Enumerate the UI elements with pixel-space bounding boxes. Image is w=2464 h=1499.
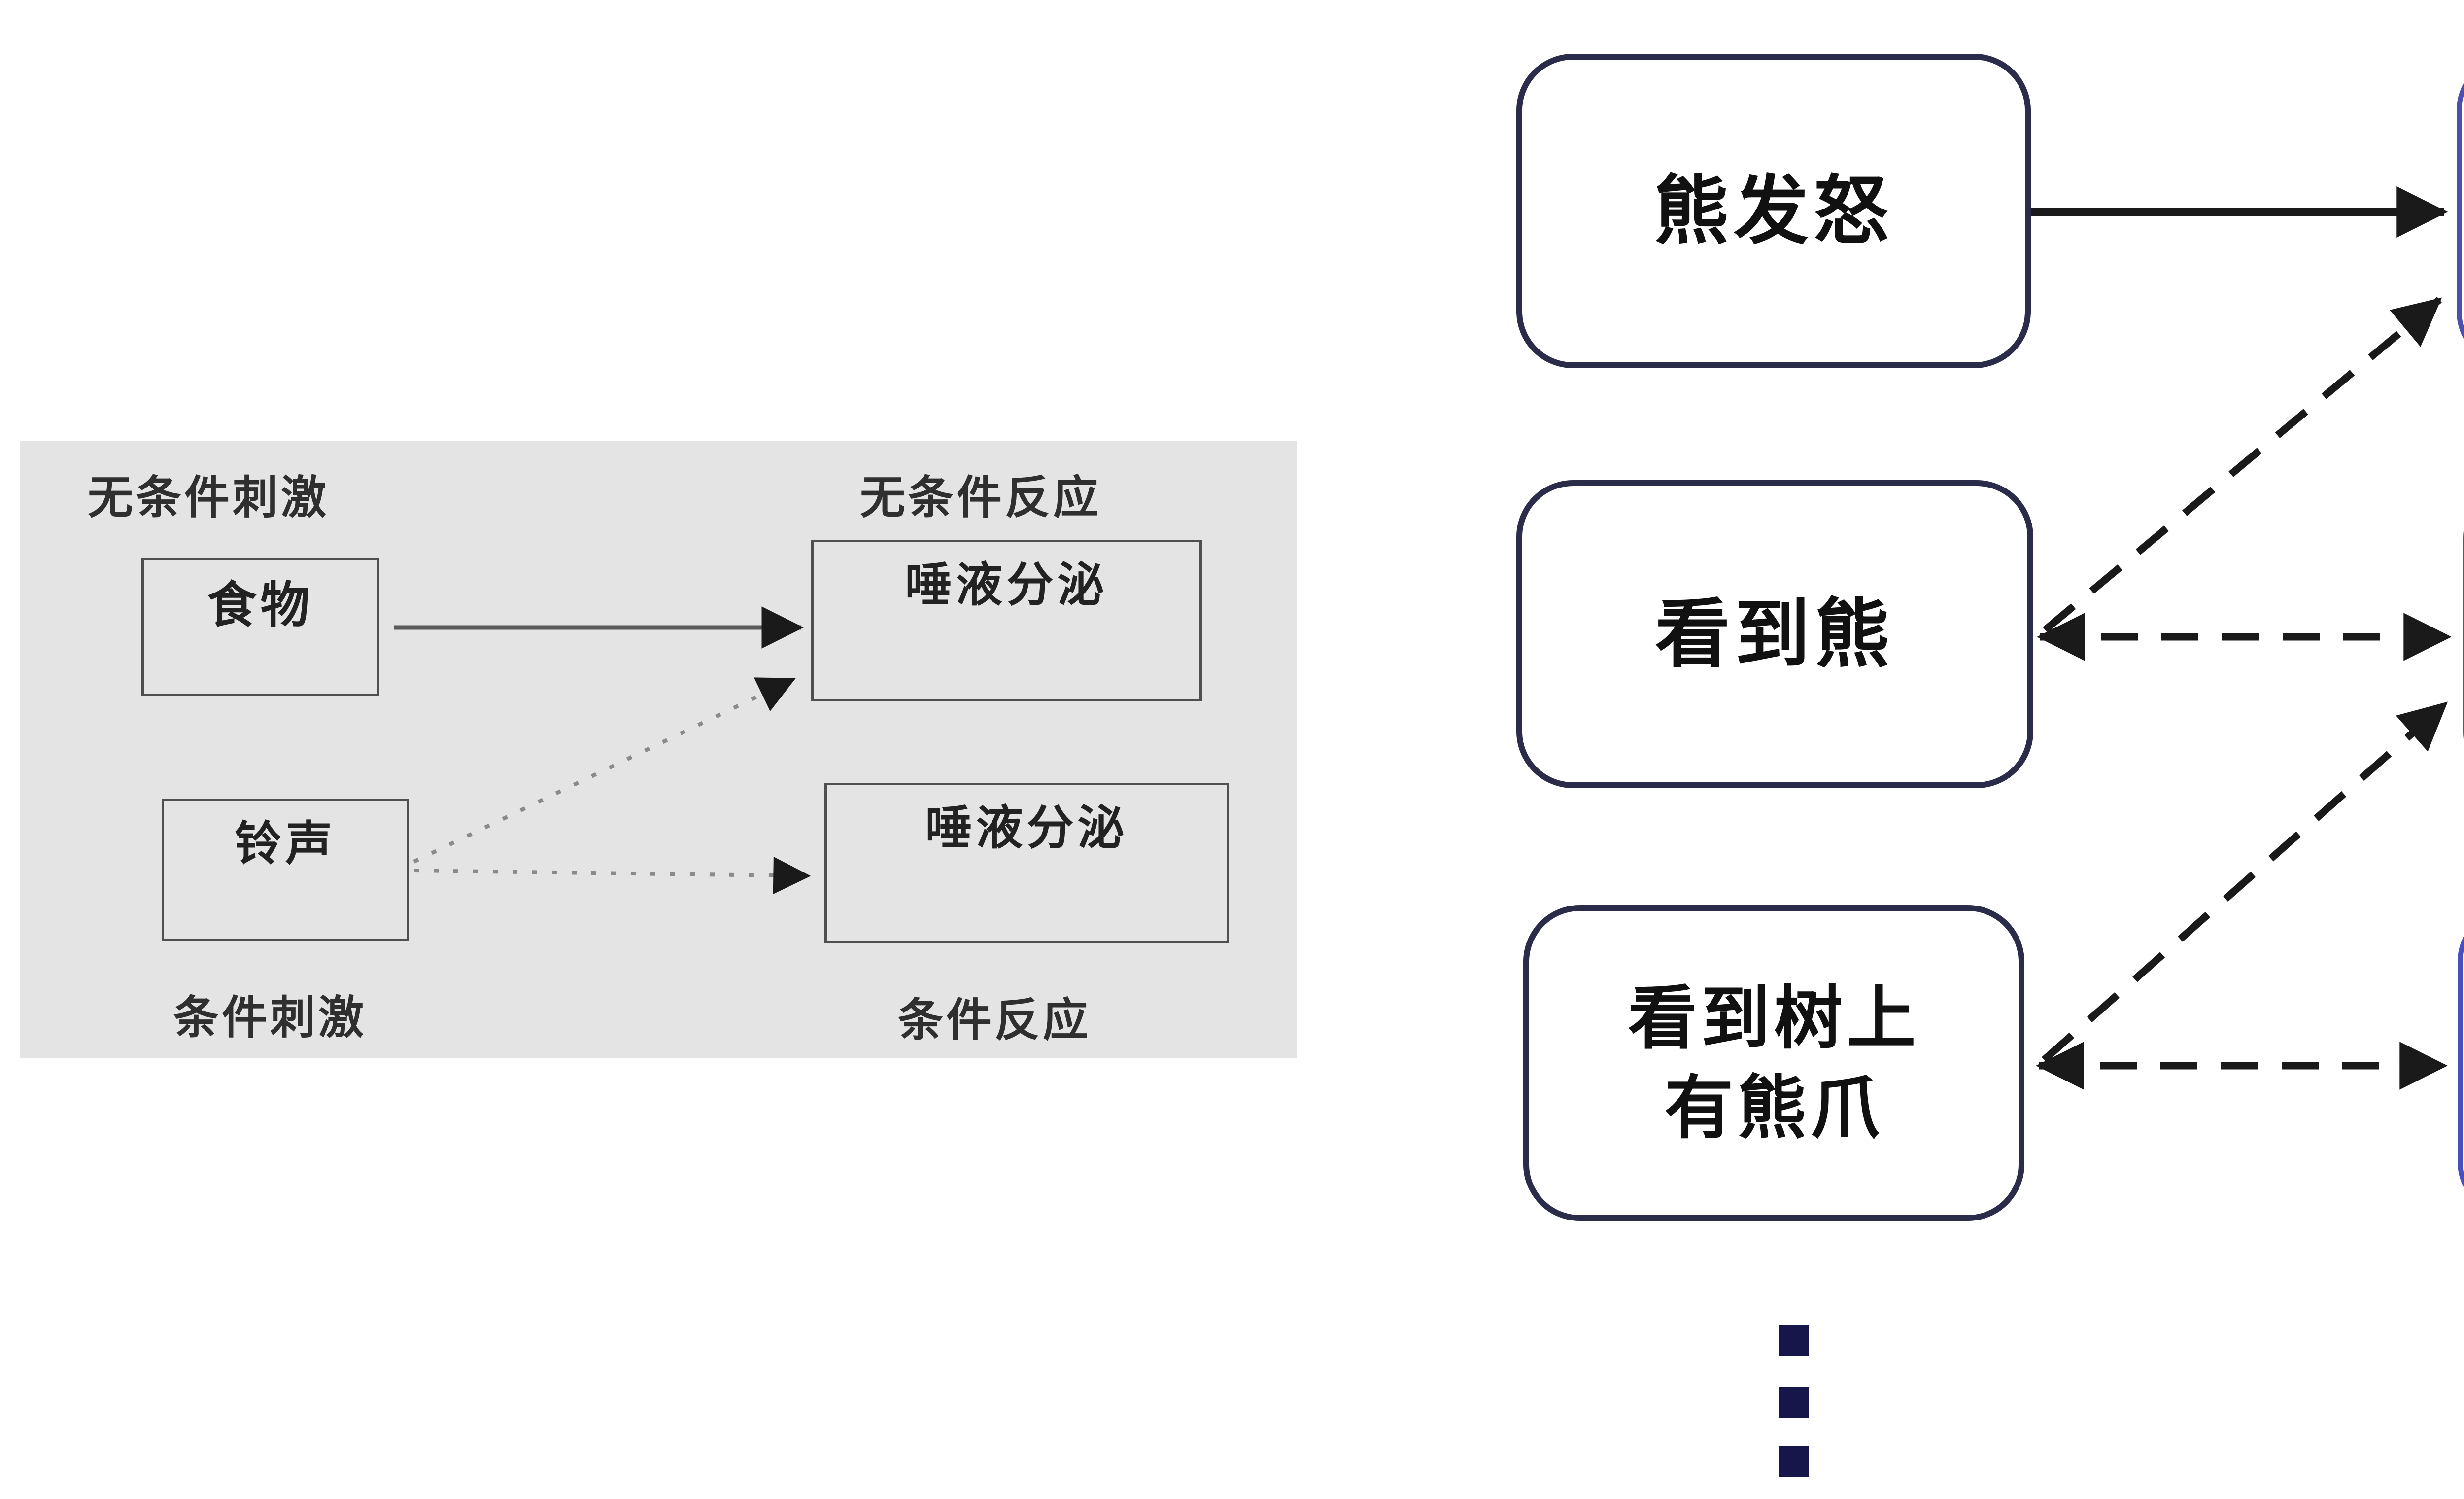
node-see-bear: 看到熊 xyxy=(1516,480,2033,788)
label-conditioned-stimulus: 条件刺激 xyxy=(173,993,367,1043)
node-bear-rage: 熊发怒 xyxy=(1516,54,2031,368)
node-value-current-state: V(s) xyxy=(2458,905,2464,1219)
node-see-bear-label: 看到熊 xyxy=(1655,592,1895,676)
box-salivation-top-label: 唾液分泌 xyxy=(905,559,1108,611)
box-food-label: 食物 xyxy=(207,578,314,633)
box-bell: 铃声 xyxy=(162,799,409,941)
node-see-claws-line2: 有熊爪 xyxy=(1664,1069,1883,1147)
label-unconditioned-stimulus: 无条件刺激 xyxy=(88,473,330,523)
box-salivation-bottom-label: 唾液分泌 xyxy=(925,802,1129,854)
ellipsis-dot-states-3 xyxy=(1779,1446,1809,1477)
arrow-see-bear-to-reward-dashed xyxy=(2043,297,2442,633)
ellipsis-dot-states-2 xyxy=(1779,1387,1809,1418)
node-see-claws-line1: 看到树上 xyxy=(1628,979,1920,1057)
box-bell-label: 铃声 xyxy=(234,818,336,870)
node-see-claws: 看到树上 有熊爪 xyxy=(1523,905,2024,1221)
label-conditioned-response: 条件反应 xyxy=(898,995,1092,1046)
node-reward: 奖励 xyxy=(2457,54,2464,368)
node-bear-rage-label: 熊发怒 xyxy=(1654,169,1893,253)
ellipsis-dot-states-1 xyxy=(1779,1325,1809,1356)
box-salivation-bottom: 唾液分泌 xyxy=(824,783,1229,943)
arrow-bell-to-salivation-top xyxy=(413,677,796,864)
box-salivation-top: 唾液分泌 xyxy=(811,540,1202,701)
arrow-see-claws-to-value-next-dashed xyxy=(2042,701,2448,1063)
label-unconditioned-response: 无条件反应 xyxy=(860,473,1102,523)
arrow-bell-to-salivation-bottom xyxy=(413,857,811,895)
box-food: 食物 xyxy=(141,558,379,696)
